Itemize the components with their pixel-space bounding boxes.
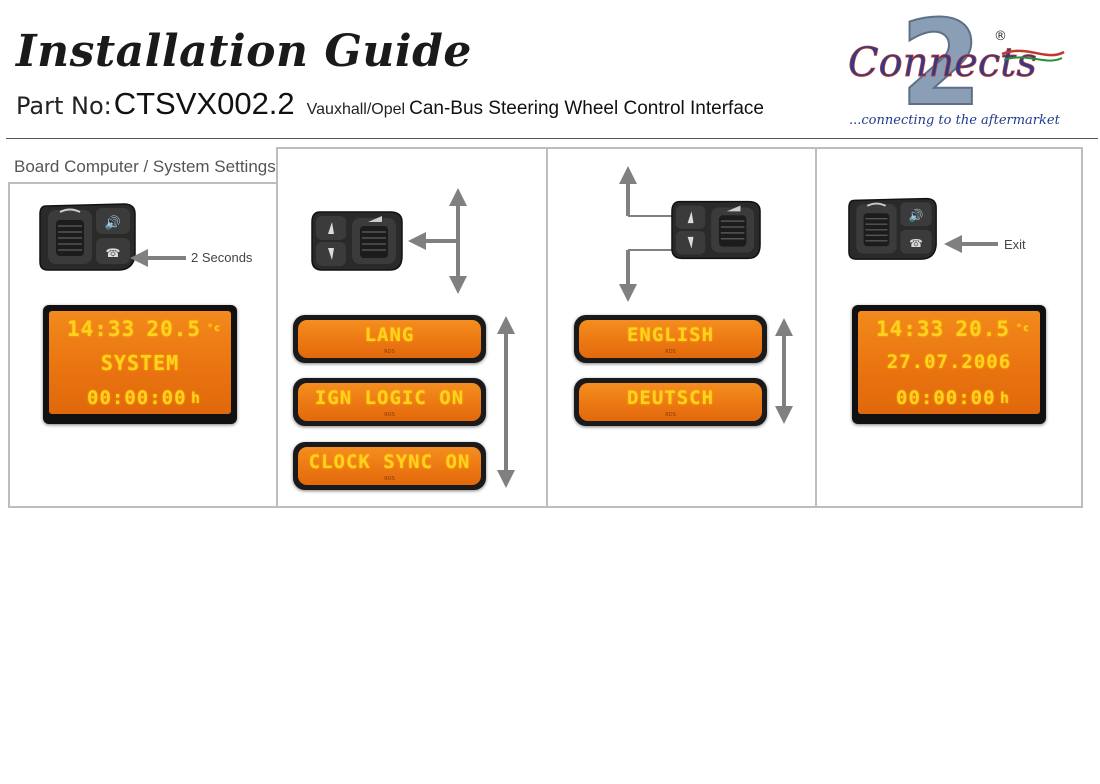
- rds-indicator: RDS: [384, 476, 395, 482]
- steering-control-right: 🔊 ☎: [39, 203, 136, 271]
- lcd-time: 14:33: [876, 317, 945, 341]
- lcd-temp: 20.5: [955, 317, 1010, 341]
- registered-mark: ®: [994, 29, 1007, 44]
- lcd-timer: 00:00:00: [896, 387, 996, 409]
- menu-item-label: ENGLISH: [626, 324, 715, 346]
- lcd-display-system: 14:33 20.5 °c SYSTEM 00:00:00 h: [43, 305, 237, 424]
- menu-item-label: LANG: [364, 324, 415, 346]
- cross-arrows-panel2: [408, 188, 467, 294]
- lcd-temp-unit: °c: [1015, 323, 1030, 334]
- section-label: Board Computer / System Settings: [14, 157, 276, 176]
- phone-icon: ☎: [106, 246, 121, 260]
- steering-control-right-panel4: 🔊 ☎: [848, 197, 937, 260]
- menu-item-label: DEUTSCH: [626, 387, 715, 409]
- logo-wordmark: Connects: [848, 40, 1037, 86]
- steering-control-left: [311, 211, 403, 271]
- lcd-display-date: 14:33 20.5 °c 27.07.2006 00:00:00 h: [852, 305, 1046, 424]
- hold-duration-label: 2 Seconds: [191, 250, 253, 265]
- lcd-timer-unit: h: [191, 389, 202, 407]
- rds-indicator: RDS: [384, 349, 395, 355]
- logo-tagline: ...connecting to the aftermarket: [849, 113, 1060, 128]
- voice-icon: 🔊: [105, 214, 121, 231]
- lcd-date: 27.07.2006: [886, 351, 1012, 373]
- section-label-underline: [9, 182, 277, 184]
- header-divider: [6, 138, 1098, 139]
- lcd-temp-unit: °c: [206, 323, 221, 334]
- connects2-logo: 2 Connects ®: [848, 0, 1065, 133]
- logo-numeral: 2: [900, 0, 982, 132]
- lcd-timer-unit: h: [1000, 389, 1011, 407]
- page-title: Installation Guide: [16, 26, 472, 77]
- left-arrow-exit: [944, 235, 998, 253]
- phone-icon: ☎: [909, 237, 923, 250]
- panel-step-4: [815, 147, 1083, 508]
- lcd-timer: 00:00:00: [87, 387, 187, 409]
- part-label: Part No:: [16, 92, 112, 120]
- part-number: CTSVX002.2: [113, 86, 295, 121]
- menu-item-clock-sync: CLOCK SYNC ON RDS: [293, 442, 486, 490]
- menu-item-label: CLOCK SYNC ON: [308, 451, 471, 473]
- menu-item-english: ENGLISH RDS: [574, 315, 767, 363]
- left-arrow-2-seconds: [130, 249, 186, 267]
- steering-control-left-panel3: [671, 200, 761, 260]
- scroll-arrow-panel3: [775, 318, 793, 424]
- rds-indicator: RDS: [665, 349, 676, 355]
- voice-icon: 🔊: [909, 208, 924, 223]
- rds-indicator: RDS: [665, 412, 676, 418]
- lcd-time: 14:33: [67, 317, 136, 341]
- menu-item-lang: LANG RDS: [293, 315, 486, 363]
- exit-label: Exit: [1004, 237, 1026, 252]
- lcd-mode: SYSTEM: [100, 351, 180, 375]
- menu-item-ign-logic: IGN LOGIC ON RDS: [293, 378, 486, 426]
- scroll-arrow-panel2: [497, 316, 515, 488]
- menu-item-deutsch: DEUTSCH RDS: [574, 378, 767, 426]
- rds-indicator: RDS: [384, 412, 395, 418]
- vehicle-name: Vauxhall/Opel: [306, 101, 406, 118]
- product-description: Can-Bus Steering Wheel Control Interface: [409, 98, 764, 119]
- cross-arrows-panel3: [619, 166, 676, 302]
- menu-item-label: IGN LOGIC ON: [314, 387, 465, 409]
- lcd-temp: 20.5: [146, 317, 201, 341]
